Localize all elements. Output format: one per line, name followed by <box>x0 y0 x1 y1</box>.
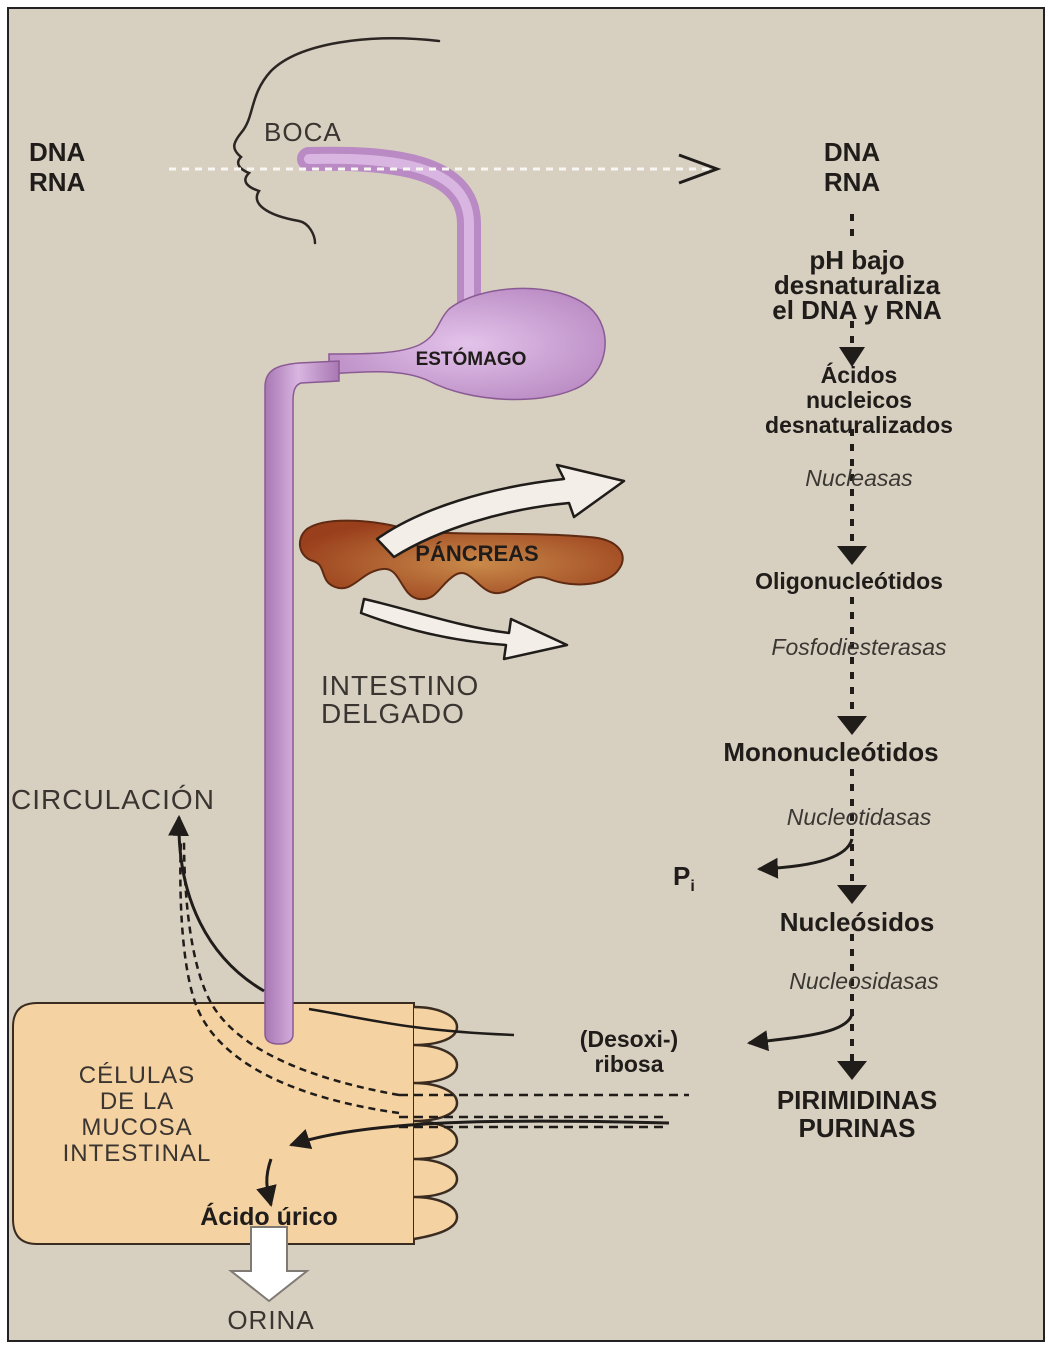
circulation-arrow-solid <box>179 817 264 991</box>
diagram-frame: BOCA DNA RNA DNA RNA pH bajo desnaturali… <box>7 7 1045 1342</box>
ribose-release-arrow <box>749 1014 852 1043</box>
phosphate-subscript: i <box>690 878 694 895</box>
cells-label-2: DE LA <box>100 1088 174 1115</box>
denatured-line-2: nucleicos <box>806 387 912 413</box>
output-dna-label: DNA <box>824 137 881 167</box>
input-dna-label: DNA <box>29 137 86 167</box>
intestine-label-1: INTESTINO <box>321 670 479 701</box>
input-rna-label: RNA <box>29 167 86 197</box>
enzyme-nucleotidases: Nucleotidasas <box>787 804 932 830</box>
urine-label: ORINA <box>227 1305 314 1335</box>
stomach <box>329 288 605 399</box>
pancreas-label: PÁNCREAS <box>415 541 538 566</box>
pancreas-secretion-arrow-down <box>361 599 567 659</box>
enzyme-nucleases: Nucleasas <box>805 465 913 491</box>
uric-acid-label: Ácido úrico <box>200 1202 338 1231</box>
mouth-label: BOCA <box>264 117 342 147</box>
phosphate-release-arrow <box>759 839 852 869</box>
denatured-line-1: Ácidos <box>821 361 898 388</box>
enzyme-nucleosidases: Nucleosidasas <box>789 968 939 994</box>
phosphate-label: Pi <box>673 861 695 895</box>
nucleosides-label: Nucleósidos <box>780 907 935 937</box>
intestine-label-2: DELGADO <box>321 698 465 729</box>
denatured-line-3: desnaturalizados <box>765 412 953 438</box>
purines-label: PURINAS <box>798 1113 915 1143</box>
output-rna-label: RNA <box>824 167 881 197</box>
enzyme-phosphodiesterases: Fosfodiesterasas <box>771 634 947 660</box>
cells-label-4: INTESTINAL <box>63 1140 212 1167</box>
deoxyribose-line-1: (Desoxi-) <box>580 1026 678 1052</box>
cells-label-3: MUCOSA <box>81 1114 192 1141</box>
circulation-label: CIRCULACIÓN <box>11 784 215 815</box>
deoxyribose-line-2: ribosa <box>594 1051 663 1077</box>
phosphate-symbol: P <box>673 861 690 891</box>
cells-label-1: CÉLULAS <box>79 1062 195 1089</box>
pyrimidines-label: PIRIMIDINAS <box>777 1085 937 1115</box>
nucleic-acid-digestion-diagram: BOCA DNA RNA DNA RNA pH bajo desnaturali… <box>9 9 1043 1340</box>
mononucleotides-label: Mononucleótidos <box>723 737 938 767</box>
stomach-label: ESTÓMAGO <box>416 348 527 370</box>
ph-line-3: el DNA y RNA <box>772 295 942 325</box>
oligonucleotides-label: Oligonucleótidos <box>755 568 943 594</box>
